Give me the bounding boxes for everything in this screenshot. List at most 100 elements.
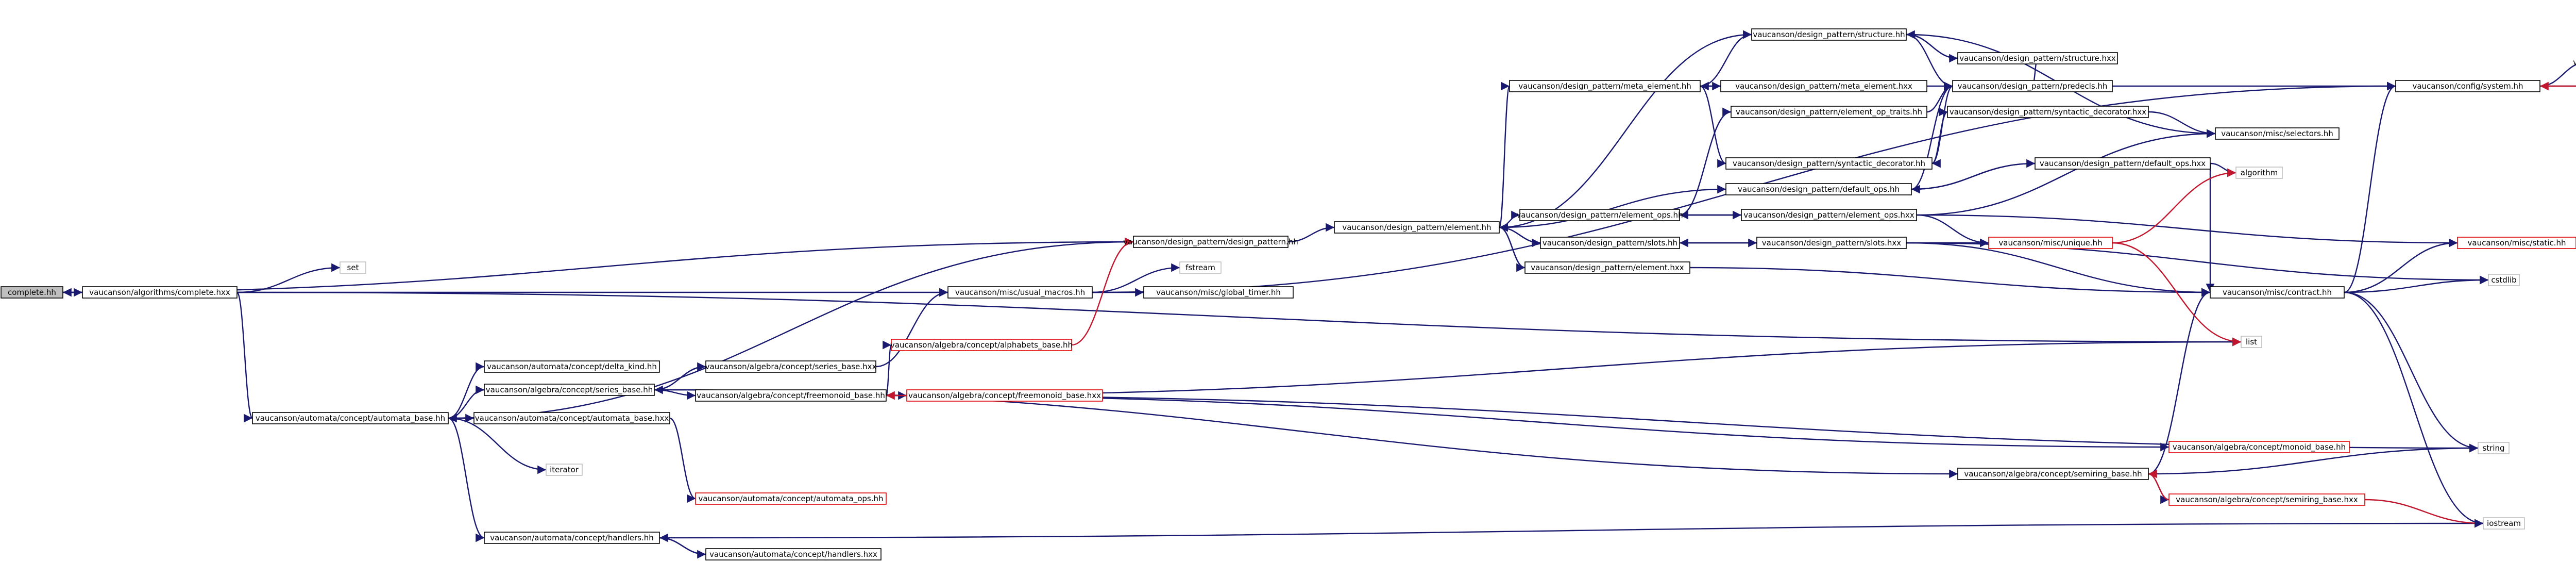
node-iterator[interactable]: iterator xyxy=(546,464,583,476)
node-element-ops-hxx[interactable]: vaucanson/design_pattern/element_ops.hxx xyxy=(1741,209,1917,221)
node-box[interactable] xyxy=(2215,127,2340,140)
node-box[interactable] xyxy=(1741,209,1917,221)
node-slots-hh[interactable]: vaucanson/design_pattern/slots.hh xyxy=(1540,237,1680,249)
node-box[interactable] xyxy=(705,548,882,560)
node-structure-hh[interactable]: vaucanson/design_pattern/structure.hh xyxy=(1751,28,1907,41)
node-iostream[interactable]: iostream xyxy=(2483,517,2525,530)
node-semiring-base-hxx[interactable]: vaucanson/algebra/concept/semiring_base.… xyxy=(2168,493,2365,506)
node-global-timer-hh[interactable]: vaucanson/misc/global_timer.hh xyxy=(1143,286,1294,299)
node-automata-base-hxx[interactable]: vaucanson/automata/concept/automata_base… xyxy=(473,412,670,424)
node-list[interactable]: list xyxy=(2241,336,2262,348)
node-box[interactable] xyxy=(891,339,1072,351)
node-default-ops-hxx[interactable]: vaucanson/design_pattern/default_ops.hxx xyxy=(2035,157,2211,170)
node-freemonoid-base-hh[interactable]: vaucanson/algebra/concept/freemonoid_bas… xyxy=(695,389,887,402)
node-syntactic-decorator-hxx[interactable]: vaucanson/design_pattern/syntactic_decor… xyxy=(1947,106,2149,118)
node-box[interactable] xyxy=(1509,80,1701,92)
node-delta-kind-hh[interactable]: vaucanson/automata/concept/delta_kind.hh xyxy=(484,360,660,373)
edge-slots-hh-to-element-hh xyxy=(1499,223,1541,244)
node-handlers-hh[interactable]: vaucanson/automata/concept/handlers.hh xyxy=(484,532,660,544)
node-box[interactable] xyxy=(1756,237,1907,249)
node-static-hh[interactable]: vaucanson/misc/static.hh xyxy=(2457,237,2576,249)
node-predecls-hh[interactable]: vaucanson/design_pattern/predecls.hh xyxy=(1952,80,2113,92)
node-box[interactable] xyxy=(2483,517,2525,530)
node-box[interactable] xyxy=(1540,237,1680,249)
node-box[interactable] xyxy=(2457,237,2576,249)
node-box[interactable] xyxy=(1524,261,1690,274)
node-default-ops-hh[interactable]: vaucanson/design_pattern/default_ops.hh xyxy=(1725,183,1912,195)
node-pconf-hh[interactable]: vaucanson/config/pconf.hh xyxy=(2573,57,2576,68)
node-box[interactable] xyxy=(1179,261,1222,274)
node-element-ops-hh[interactable]: vaucanson/design_pattern/element_ops.hh xyxy=(1516,209,1683,221)
node-automata-base-hh[interactable]: vaucanson/automata/concept/automata_base… xyxy=(252,412,449,424)
node-box[interactable] xyxy=(1731,106,1927,118)
node-label: vaucanson/design_pattern/element_op_trai… xyxy=(1736,107,1922,117)
node-box[interactable] xyxy=(695,389,887,402)
node-box[interactable] xyxy=(1334,221,1500,234)
node-box[interactable] xyxy=(473,412,670,424)
node-box[interactable] xyxy=(947,286,1093,299)
node-string[interactable]: string xyxy=(2478,442,2510,454)
node-selectors-hh[interactable]: vaucanson/misc/selectors.hh xyxy=(2215,127,2340,140)
node-algo-complete-hxx[interactable]: vaucanson/algorithms/complete.hxx xyxy=(82,286,238,299)
node-label: vaucanson/design_pattern/element_ops.hxx xyxy=(1743,210,1914,220)
node-box[interactable] xyxy=(1133,236,1289,248)
node-box[interactable] xyxy=(1957,52,2118,64)
node-box[interactable] xyxy=(1947,106,2149,118)
node-meta-element-hxx[interactable]: vaucanson/design_pattern/meta_element.hx… xyxy=(1720,80,1927,92)
node-monoid-base-hh[interactable]: vaucanson/algebra/concept/monoid_base.hh xyxy=(2168,441,2350,453)
node-box[interactable] xyxy=(546,464,583,476)
node-box[interactable] xyxy=(906,389,1103,402)
node-box[interactable] xyxy=(484,360,660,373)
node-box[interactable] xyxy=(2478,442,2510,454)
node-fstream[interactable]: fstream xyxy=(1179,261,1222,274)
node-box[interactable] xyxy=(484,384,655,396)
node-system-hh[interactable]: vaucanson/config/system.hh xyxy=(2395,80,2540,92)
node-box[interactable] xyxy=(340,261,366,274)
node-box[interactable] xyxy=(2241,336,2262,348)
node-alphabets-base-hh[interactable]: vaucanson/algebra/concept/alphabets_base… xyxy=(890,339,1073,351)
node-box[interactable] xyxy=(2488,274,2520,286)
node-box[interactable] xyxy=(1720,80,1927,92)
node-box[interactable] xyxy=(2395,80,2540,92)
node-box[interactable] xyxy=(1988,237,2113,249)
node-element-hxx[interactable]: vaucanson/design_pattern/element.hxx xyxy=(1524,261,1690,274)
node-design-pattern-hh[interactable]: vaucanson/design_pattern/design_pattern.… xyxy=(1123,236,1298,248)
node-box[interactable] xyxy=(1957,468,2149,480)
node-box[interactable] xyxy=(252,412,449,424)
node-box[interactable] xyxy=(2235,167,2283,179)
node-box[interactable] xyxy=(1725,183,1912,195)
node-box[interactable] xyxy=(1751,28,1907,41)
node-box[interactable] xyxy=(695,492,887,505)
node-contract-hh[interactable]: vaucanson/misc/contract.hh xyxy=(2210,286,2345,299)
node-meta-element-hh[interactable]: vaucanson/design_pattern/meta_element.hh xyxy=(1509,80,1701,92)
node-element-hh[interactable]: vaucanson/design_pattern/element.hh xyxy=(1334,221,1500,234)
node-syntactic-decorator-hh[interactable]: vaucanson/design_pattern/syntactic_decor… xyxy=(1725,157,1933,170)
node-semiring-base-hh[interactable]: vaucanson/algebra/concept/semiring_base.… xyxy=(1957,468,2149,480)
node-slots-hxx[interactable]: vaucanson/design_pattern/slots.hxx xyxy=(1756,237,1907,249)
node-automata-ops-hh[interactable]: vaucanson/automata/concept/automata_ops.… xyxy=(695,492,887,505)
node-box[interactable] xyxy=(2168,441,2350,453)
node-series-base-hh[interactable]: vaucanson/algebra/concept/series_base.hh xyxy=(484,384,655,396)
node-cstdlib[interactable]: cstdlib xyxy=(2488,274,2520,286)
node-box[interactable] xyxy=(1519,209,1680,221)
node-usual-macros-hh[interactable]: vaucanson/misc/usual_macros.hh xyxy=(947,286,1093,299)
node-complete-hh[interactable]: complete.hh xyxy=(1,286,63,299)
node-box[interactable] xyxy=(1725,157,1933,170)
node-structure-hxx[interactable]: vaucanson/design_pattern/structure.hxx xyxy=(1957,52,2118,64)
node-freemonoid-base-hxx[interactable]: vaucanson/algebra/concept/freemonoid_bas… xyxy=(906,389,1103,402)
node-handlers-hxx[interactable]: vaucanson/automata/concept/handlers.hxx xyxy=(705,548,882,560)
node-box[interactable] xyxy=(1143,286,1294,299)
node-unique-hh[interactable]: vaucanson/misc/unique.hh xyxy=(1988,237,2113,249)
node-box[interactable] xyxy=(1952,80,2113,92)
node-series-base-hxx[interactable]: vaucanson/algebra/concept/series_base.hx… xyxy=(705,360,877,373)
node-box[interactable] xyxy=(2035,157,2211,170)
node-box[interactable] xyxy=(2168,493,2365,506)
node-box[interactable] xyxy=(705,360,876,373)
node-box[interactable] xyxy=(2210,286,2345,299)
node-box[interactable] xyxy=(1,286,63,299)
node-box[interactable] xyxy=(484,532,660,544)
node-algorithm[interactable]: algorithm xyxy=(2235,167,2283,179)
node-set[interactable]: set xyxy=(340,261,366,274)
node-element-op-traits-hh[interactable]: vaucanson/design_pattern/element_op_trai… xyxy=(1731,106,1927,118)
node-box[interactable] xyxy=(82,286,238,299)
